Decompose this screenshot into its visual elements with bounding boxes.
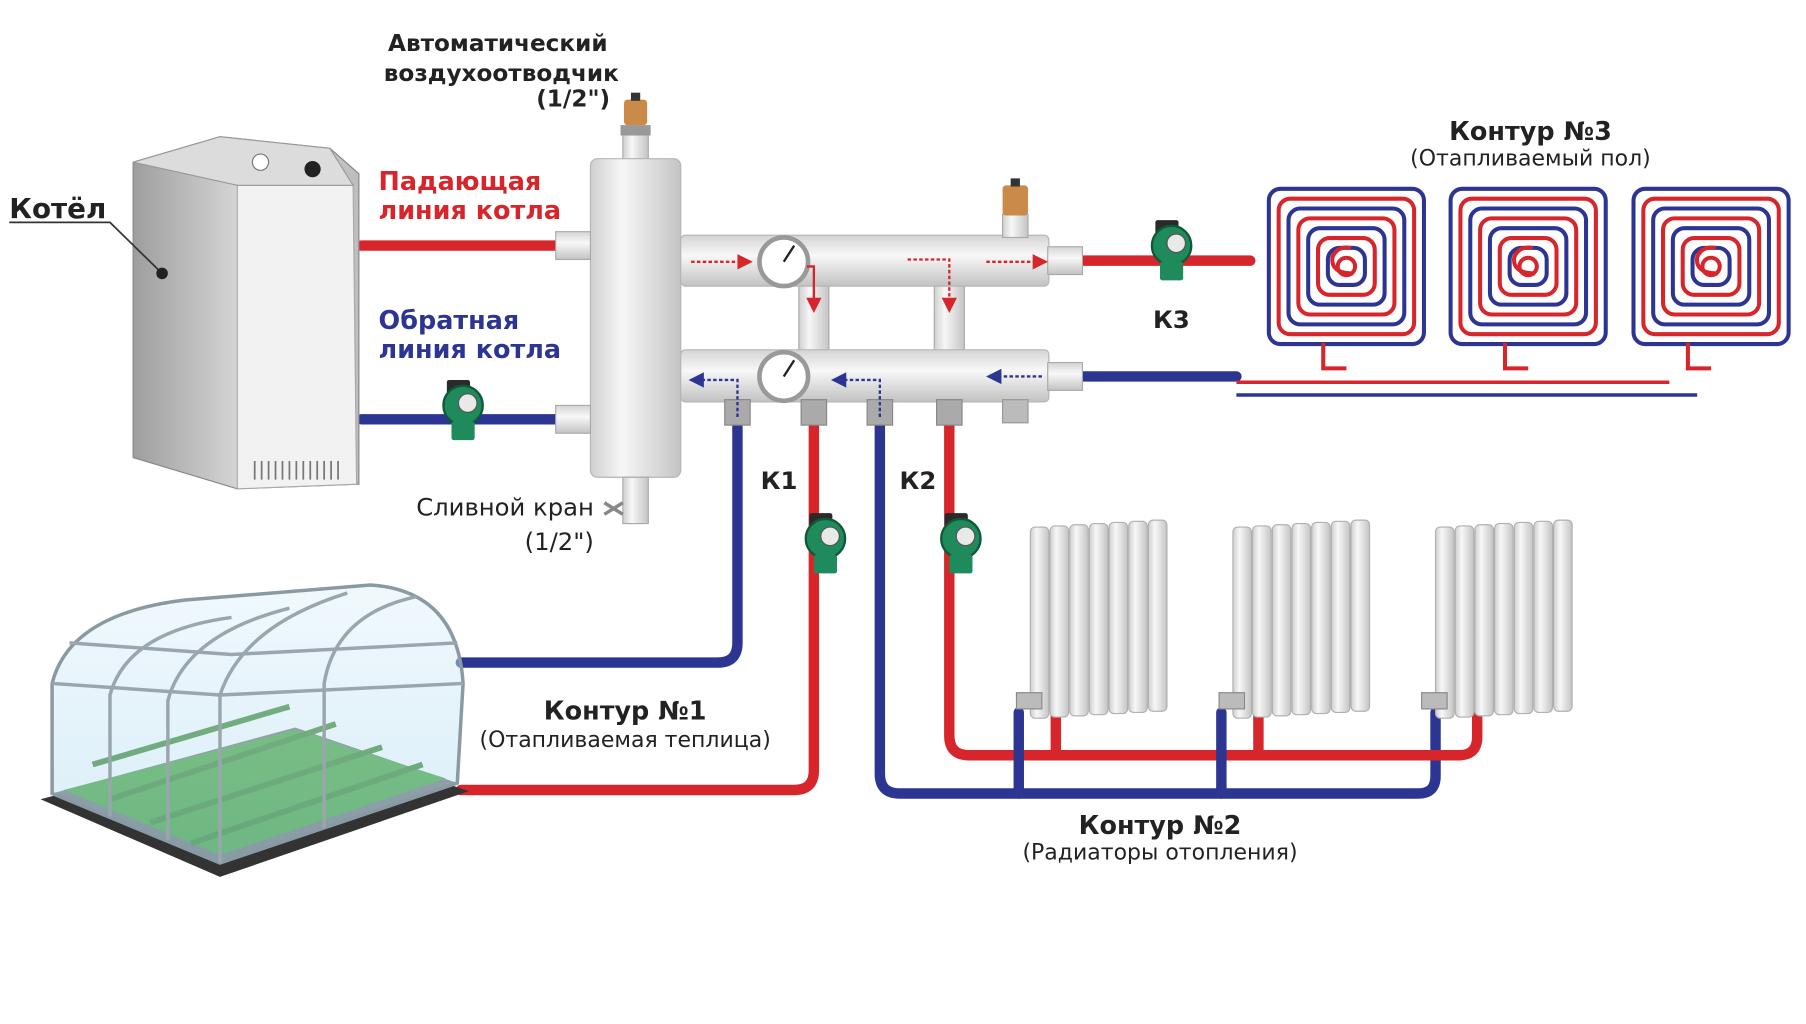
loop-pipe bbox=[1641, 196, 1781, 337]
loop-pipe bbox=[1660, 216, 1762, 317]
radiator-section bbox=[1474, 524, 1495, 717]
floor-loop-1 bbox=[1266, 186, 1426, 371]
radiator-section bbox=[1533, 520, 1554, 713]
floor-loop-2 bbox=[1448, 186, 1608, 371]
loop-pipe bbox=[1487, 226, 1569, 307]
boiler-leader-line bbox=[9, 221, 163, 274]
radiator-section bbox=[1108, 521, 1129, 715]
floor-manifold-lines bbox=[1236, 380, 1698, 397]
return-line-label-2: линия котла bbox=[379, 335, 561, 365]
loop-pipe bbox=[1497, 236, 1559, 297]
circulation-pump-k1 bbox=[804, 513, 847, 574]
supply-line-label-1: Падающая bbox=[379, 167, 542, 197]
loop-supply-lead bbox=[1502, 342, 1529, 371]
loop-pipe bbox=[1316, 236, 1377, 297]
floor-loop-3 bbox=[1631, 186, 1791, 371]
loop-pipe bbox=[1448, 186, 1608, 347]
radiators bbox=[1015, 519, 1573, 719]
hydraulic-separator bbox=[555, 92, 682, 525]
pressure-gauge-lower bbox=[757, 349, 811, 404]
radiator-section bbox=[1311, 521, 1331, 715]
radiator-section bbox=[1454, 525, 1475, 718]
radiator-section bbox=[1088, 523, 1109, 716]
radiator-section bbox=[1291, 523, 1312, 716]
radiator-3 bbox=[1421, 519, 1573, 719]
labels: Котёл Автоматический воздухоотводчик (1/… bbox=[9, 31, 1651, 866]
loop-pipe bbox=[1517, 255, 1539, 278]
loop-supply-lead bbox=[1321, 342, 1347, 371]
drain-label-1: Сливной кран bbox=[416, 492, 594, 521]
loop-pipe bbox=[1296, 216, 1397, 317]
radiator-section bbox=[1232, 526, 1253, 719]
radiator-section bbox=[1513, 521, 1534, 715]
circulation-pump-k3 bbox=[1150, 220, 1193, 281]
loop-center bbox=[1330, 245, 1354, 276]
radiator-section bbox=[1049, 525, 1070, 718]
k3-label: К3 bbox=[1153, 305, 1190, 334]
contour3-subtitle: (Отапливаемый пол) bbox=[1410, 147, 1651, 172]
radiator-2 bbox=[1218, 519, 1371, 719]
radiator-1 bbox=[1015, 519, 1168, 719]
radiator-section bbox=[1147, 519, 1168, 712]
loop-supply-lead bbox=[1685, 342, 1712, 371]
loop-pipe bbox=[1335, 255, 1358, 278]
radiator-valve[interactable] bbox=[1015, 692, 1043, 710]
k2-return-pipe bbox=[874, 411, 1441, 799]
contour2-subtitle: (Радиаторы отопления) bbox=[1022, 841, 1297, 866]
radiator-section bbox=[1128, 520, 1148, 713]
k1-supply-pipe bbox=[455, 411, 820, 796]
contour3-title: Контур №3 bbox=[1449, 117, 1612, 147]
loop-pipe bbox=[1670, 226, 1752, 307]
distribution-manifold bbox=[680, 178, 1084, 426]
k2-supply-pipe bbox=[944, 411, 1483, 761]
k1-return-pipe bbox=[455, 411, 743, 668]
contour1-subtitle: (Отапливаемая теплица) bbox=[480, 728, 771, 753]
air-vent-label-1: Автоматический bbox=[388, 31, 608, 57]
loop-pipe bbox=[1478, 216, 1579, 317]
loop-pipe bbox=[1631, 186, 1791, 347]
floor-heating-loops bbox=[1266, 186, 1791, 371]
contour1-title: Контур №1 bbox=[544, 696, 707, 726]
pressure-gauge-upper bbox=[757, 235, 811, 289]
loop-pipe bbox=[1306, 226, 1387, 307]
boiler-label: Котёл bbox=[9, 192, 106, 225]
radiator-valve[interactable] bbox=[1218, 692, 1246, 710]
radiator-section bbox=[1350, 519, 1371, 712]
k1-label: К1 bbox=[761, 466, 798, 495]
loop-pipe bbox=[1458, 196, 1598, 337]
supply-line-label-2: линия котла bbox=[379, 196, 561, 226]
k2-label: К2 bbox=[900, 466, 937, 495]
radiator-section bbox=[1330, 520, 1351, 713]
air-vent-label-2: воздухоотводчик bbox=[384, 61, 619, 87]
drain-label-2: (1/2") bbox=[525, 527, 594, 556]
flow-arrows-cold bbox=[688, 368, 1042, 418]
circulation-pump-k2 bbox=[940, 513, 982, 574]
flow-arrows-hot bbox=[691, 254, 1048, 314]
loop-pipe bbox=[1700, 255, 1722, 278]
boiler bbox=[132, 136, 360, 490]
loop-pipe bbox=[1680, 236, 1742, 297]
loop-center bbox=[1512, 245, 1536, 276]
loop-pipe bbox=[1651, 206, 1771, 327]
radiator-section bbox=[1434, 526, 1455, 719]
radiator-section bbox=[1553, 519, 1573, 712]
return-line-label-1: Обратная bbox=[379, 306, 520, 336]
loop-pipe bbox=[1266, 186, 1426, 347]
boiler-leader-dot bbox=[156, 267, 168, 280]
radiator-section bbox=[1494, 523, 1514, 716]
loop-pipe bbox=[1468, 206, 1589, 327]
radiator-section bbox=[1271, 524, 1292, 717]
circulation-pump-boiler-return bbox=[442, 379, 484, 441]
greenhouse bbox=[40, 583, 469, 877]
radiator-valve[interactable] bbox=[1421, 692, 1448, 710]
air-vent-label-3: (1/2") bbox=[536, 87, 610, 113]
loop-pipe bbox=[1286, 206, 1407, 327]
radiator-section bbox=[1069, 524, 1089, 717]
radiator-section bbox=[1029, 526, 1050, 719]
loop-pipe bbox=[1276, 196, 1417, 337]
loop-center bbox=[1694, 245, 1719, 276]
radiator-section bbox=[1252, 525, 1272, 718]
contour2-title: Контур №2 bbox=[1079, 811, 1242, 841]
